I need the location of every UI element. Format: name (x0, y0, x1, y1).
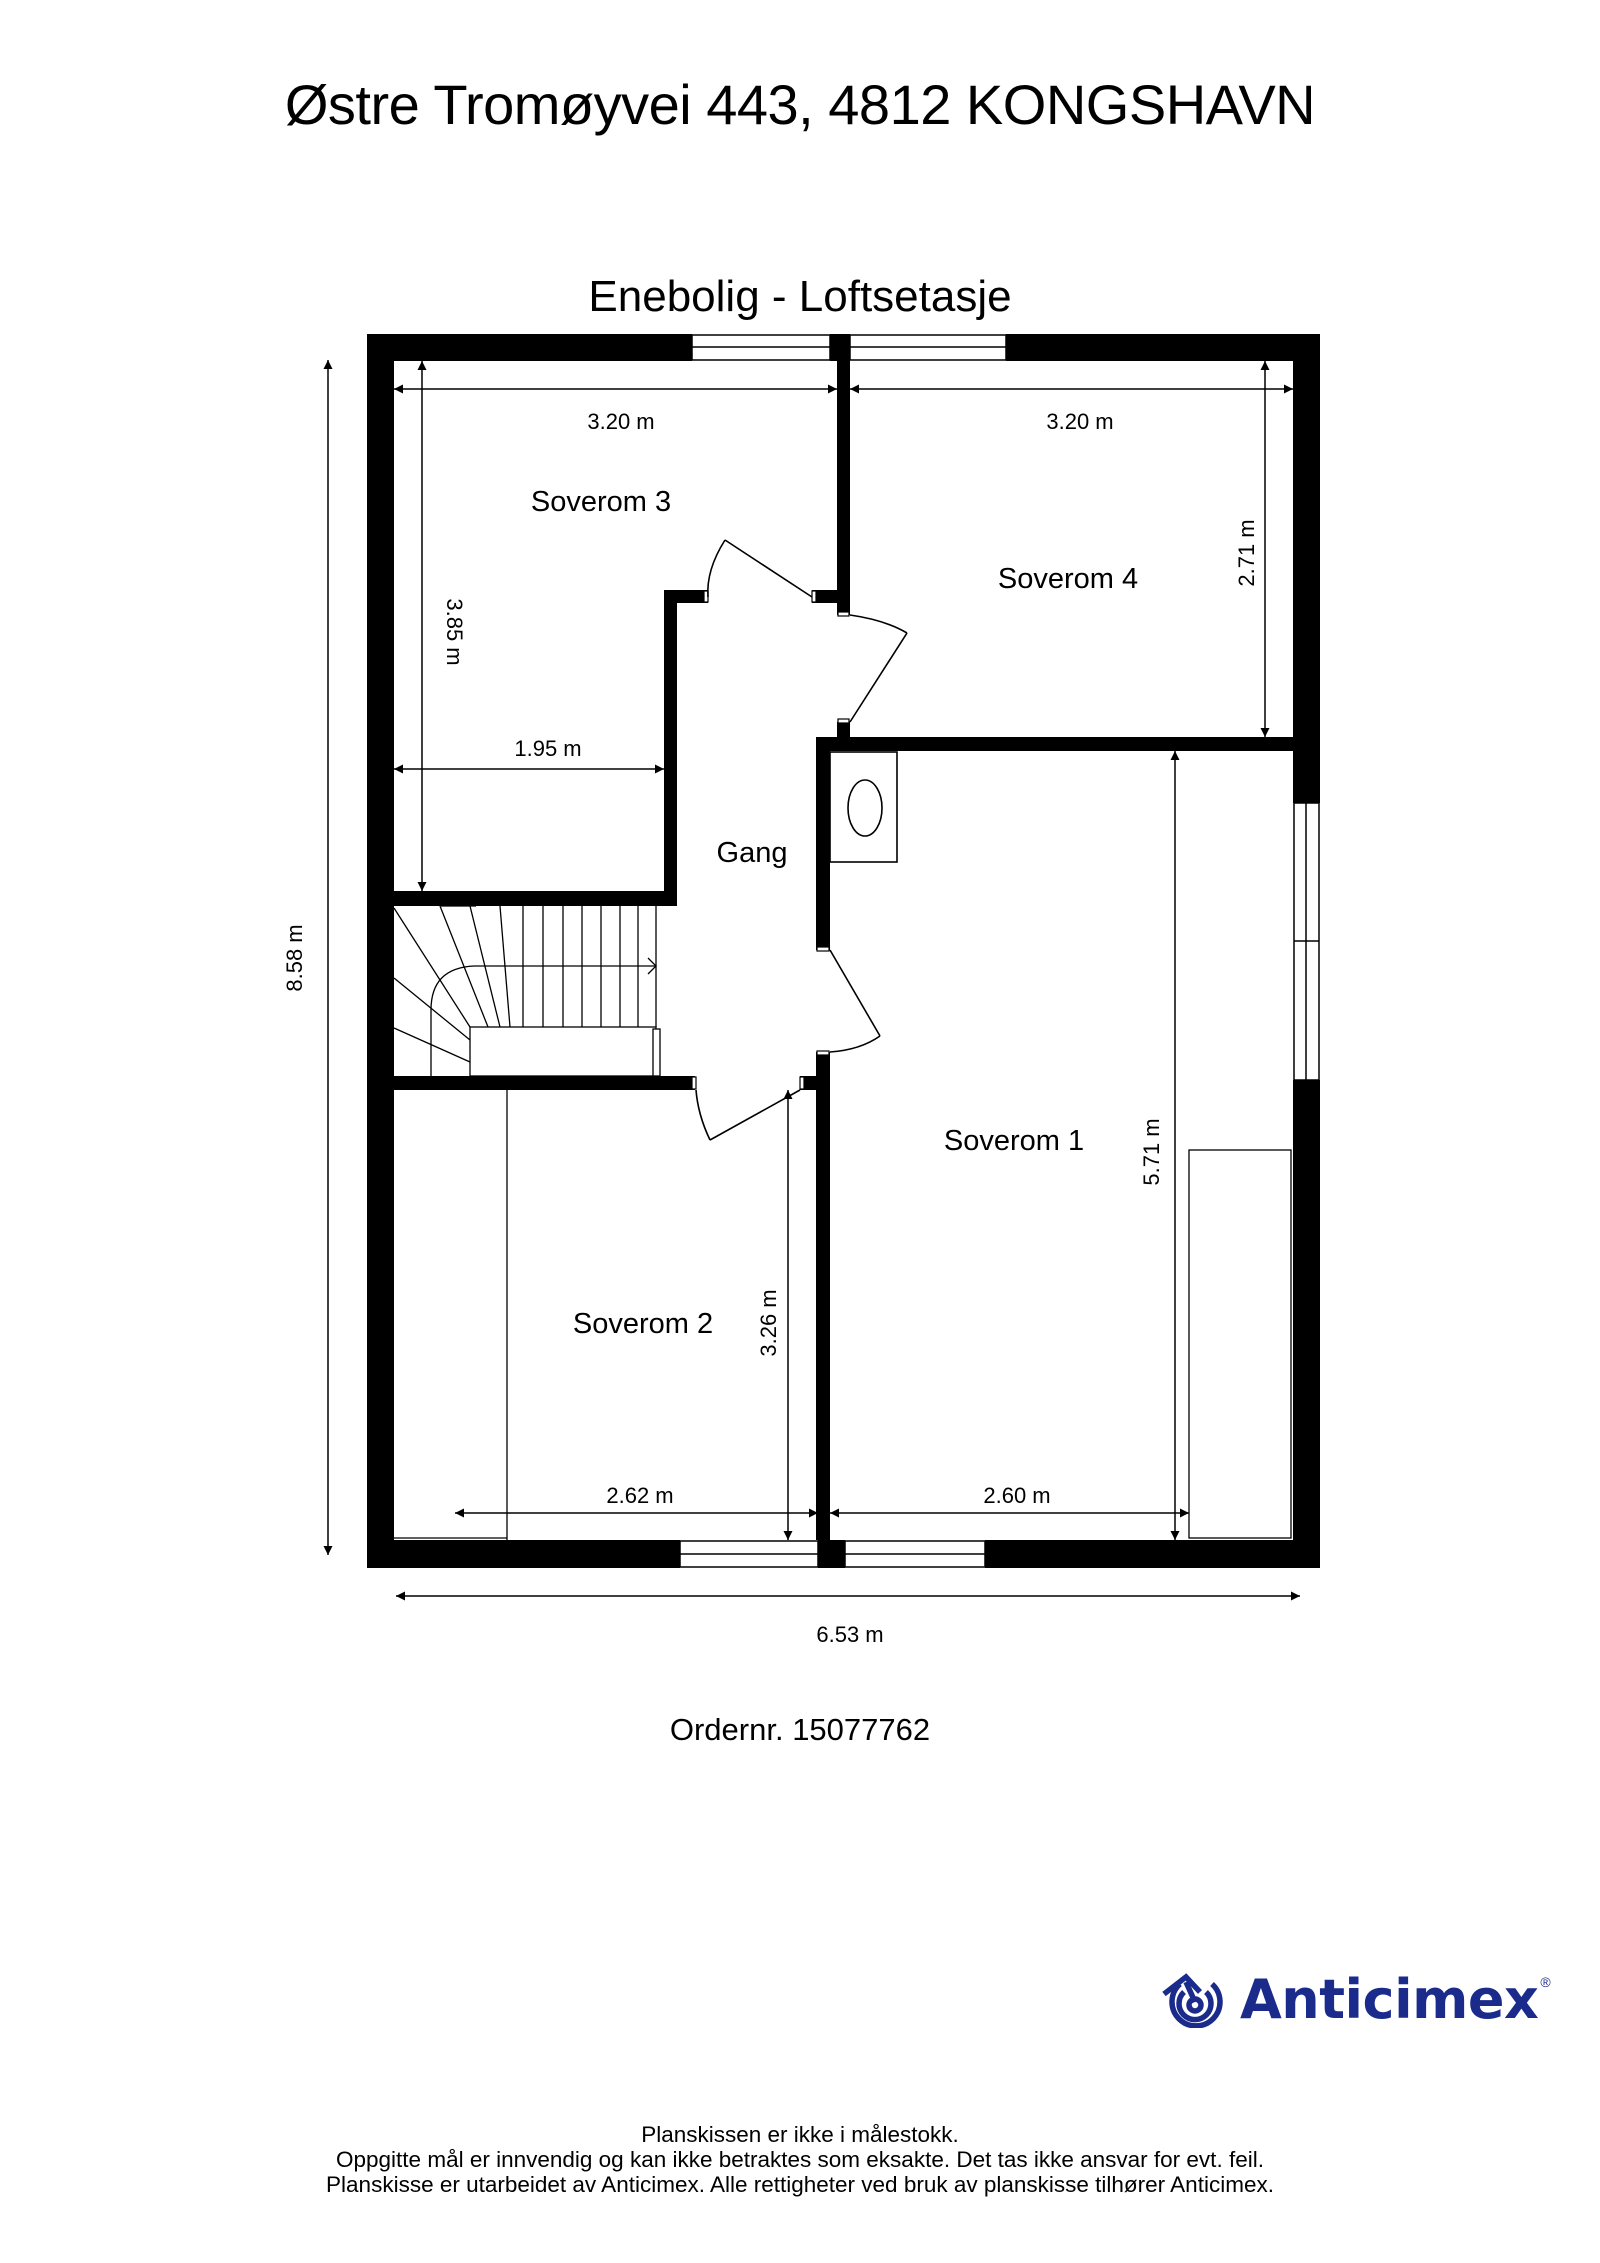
windows (679, 334, 1320, 1568)
anticimex-logo-text: Anticimex (1240, 1968, 1539, 2031)
anticimex-logo-icon (1162, 1972, 1223, 2028)
floor-plan-title: Enebolig - Loftsetasje (588, 272, 1012, 321)
disclaimer-line-2: Oppgitte mål er innvendig og kan ikke be… (336, 2147, 1264, 2172)
dim-soverom1-height: 5.71 m (1139, 1118, 1164, 1185)
door-soverom4 (849, 614, 908, 723)
door-soverom3 (707, 539, 813, 598)
window-right (1293, 802, 1320, 1081)
fixtures (394, 751, 1292, 1540)
dimension-lines (323, 360, 1300, 1601)
dim-soverom3-height: 3.85 m (442, 598, 467, 665)
dim-total-height: 8.58 m (282, 924, 307, 991)
door-soverom1 (829, 949, 881, 1053)
disclaimer-line-3: Planskisse er utarbeidet av Anticimex. A… (326, 2172, 1274, 2197)
wardrobe-soverom1 (1188, 1149, 1292, 1539)
window-top-right (849, 334, 1007, 361)
property-address: Østre Tromøyvei 443, 4812 KONGSHAVN (284, 73, 1316, 136)
door-soverom2 (695, 1089, 801, 1141)
room-label-soverom3: Soverom 3 (531, 486, 671, 518)
disclaimer: Planskissen er ikke i målestokk. Oppgitt… (0, 2122, 1600, 2197)
room-label-gang: Gang (717, 837, 788, 869)
dim-soverom2-width: 2.62 m (606, 1483, 673, 1508)
room-label-soverom2: Soverom 2 (573, 1308, 713, 1340)
registered-mark: ® (1540, 1974, 1551, 1990)
dim-total-width: 6.53 m (816, 1622, 883, 1647)
staircase (393, 905, 661, 1077)
order-number: Ordernr. 15077762 (669, 1712, 931, 1747)
room-label-soverom4: Soverom 4 (998, 563, 1138, 595)
dim-soverom3-width: 3.20 m (587, 409, 654, 434)
exterior-walls (367, 334, 1320, 1568)
dim-soverom2-height: 3.26 m (756, 1289, 781, 1356)
window-bottom-right (844, 1540, 986, 1568)
disclaimer-line-1: Planskissen er ikke i målestokk. (641, 2122, 959, 2147)
room-labels: Soverom 3 Soverom 4 Gang Soverom 1 Sover… (531, 486, 1138, 1340)
window-bottom-left (679, 1540, 819, 1568)
dimension-labels: 3.20 m 3.20 m 3.85 m 2.71 m 1.95 m 8.58 … (282, 409, 1259, 1647)
dim-soverom3-inner-width: 1.95 m (514, 736, 581, 761)
anticimex-logo: Anticimex ® (1160, 1968, 1551, 2031)
dim-soverom4-height: 2.71 m (1234, 519, 1259, 586)
sink (829, 751, 898, 863)
window-top-left (691, 334, 831, 361)
dim-soverom1-width: 2.60 m (983, 1483, 1050, 1508)
room-label-soverom1: Soverom 1 (944, 1125, 1084, 1157)
interior-walls (394, 361, 1293, 1540)
dim-soverom4-width: 3.20 m (1046, 409, 1113, 434)
doors (695, 539, 908, 1141)
